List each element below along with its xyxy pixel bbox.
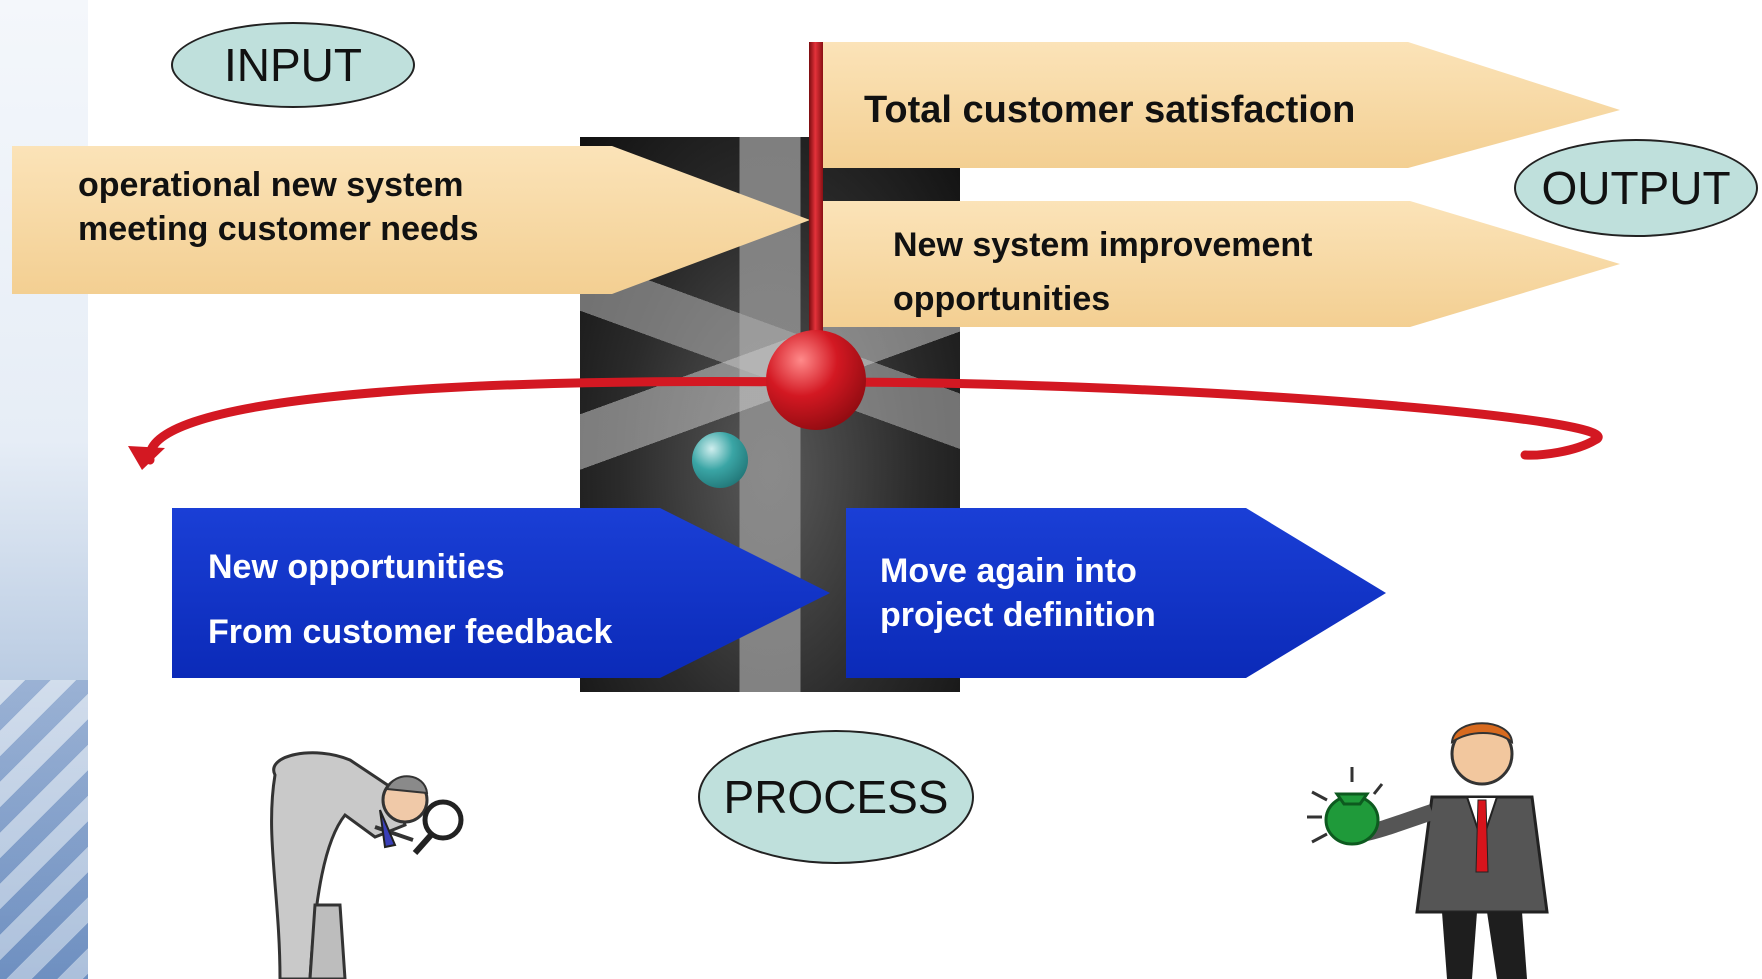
red-pole (809, 42, 823, 382)
man-with-magnifying-glass-icon (270, 751, 464, 979)
process-arrow-opportunities-line-1: New opportunities (208, 548, 505, 586)
process-arrow-project-definition-line-1: Move again into (880, 552, 1137, 590)
orbit-arrowhead-left (128, 446, 165, 470)
input-arrow-line-1: operational new system (78, 166, 464, 204)
input-arrow-line-2: meeting customer needs (78, 209, 479, 248)
output-arrow-improvement-line-2: opportunities (893, 280, 1111, 319)
output-arrow-satisfaction-line-1: Total customer satisfaction (864, 89, 1356, 131)
process-arrow-opportunities-text: New opportunities From customer feedback (208, 535, 612, 664)
input-arrow (12, 146, 810, 294)
process-arrow-project-definition-line-2: project definition (880, 595, 1156, 634)
input-arrow-text: operational new system meeting customer … (78, 164, 479, 251)
output-arrow-satisfaction-text: Total customer satisfaction (864, 86, 1355, 135)
process-label: PROCESS (698, 730, 974, 864)
input-label: INPUT (171, 22, 415, 108)
output-label-text: OUTPUT (1541, 162, 1731, 214)
output-arrow-improvement-text: New system improvement opportunities (893, 218, 1313, 327)
teal-ball (692, 432, 748, 488)
red-ball (766, 330, 866, 430)
process-arrow-opportunities-line-2: From customer feedback (208, 612, 613, 651)
man-holding-money-bag-icon (1307, 722, 1549, 979)
output-arrow-improvement-line-1: New system improvement (893, 226, 1313, 264)
input-label-text: INPUT (224, 39, 362, 91)
output-label: OUTPUT (1514, 139, 1758, 237)
process-label-text: PROCESS (723, 771, 949, 823)
process-arrow-project-definition-text: Move again into project definition (880, 550, 1156, 637)
